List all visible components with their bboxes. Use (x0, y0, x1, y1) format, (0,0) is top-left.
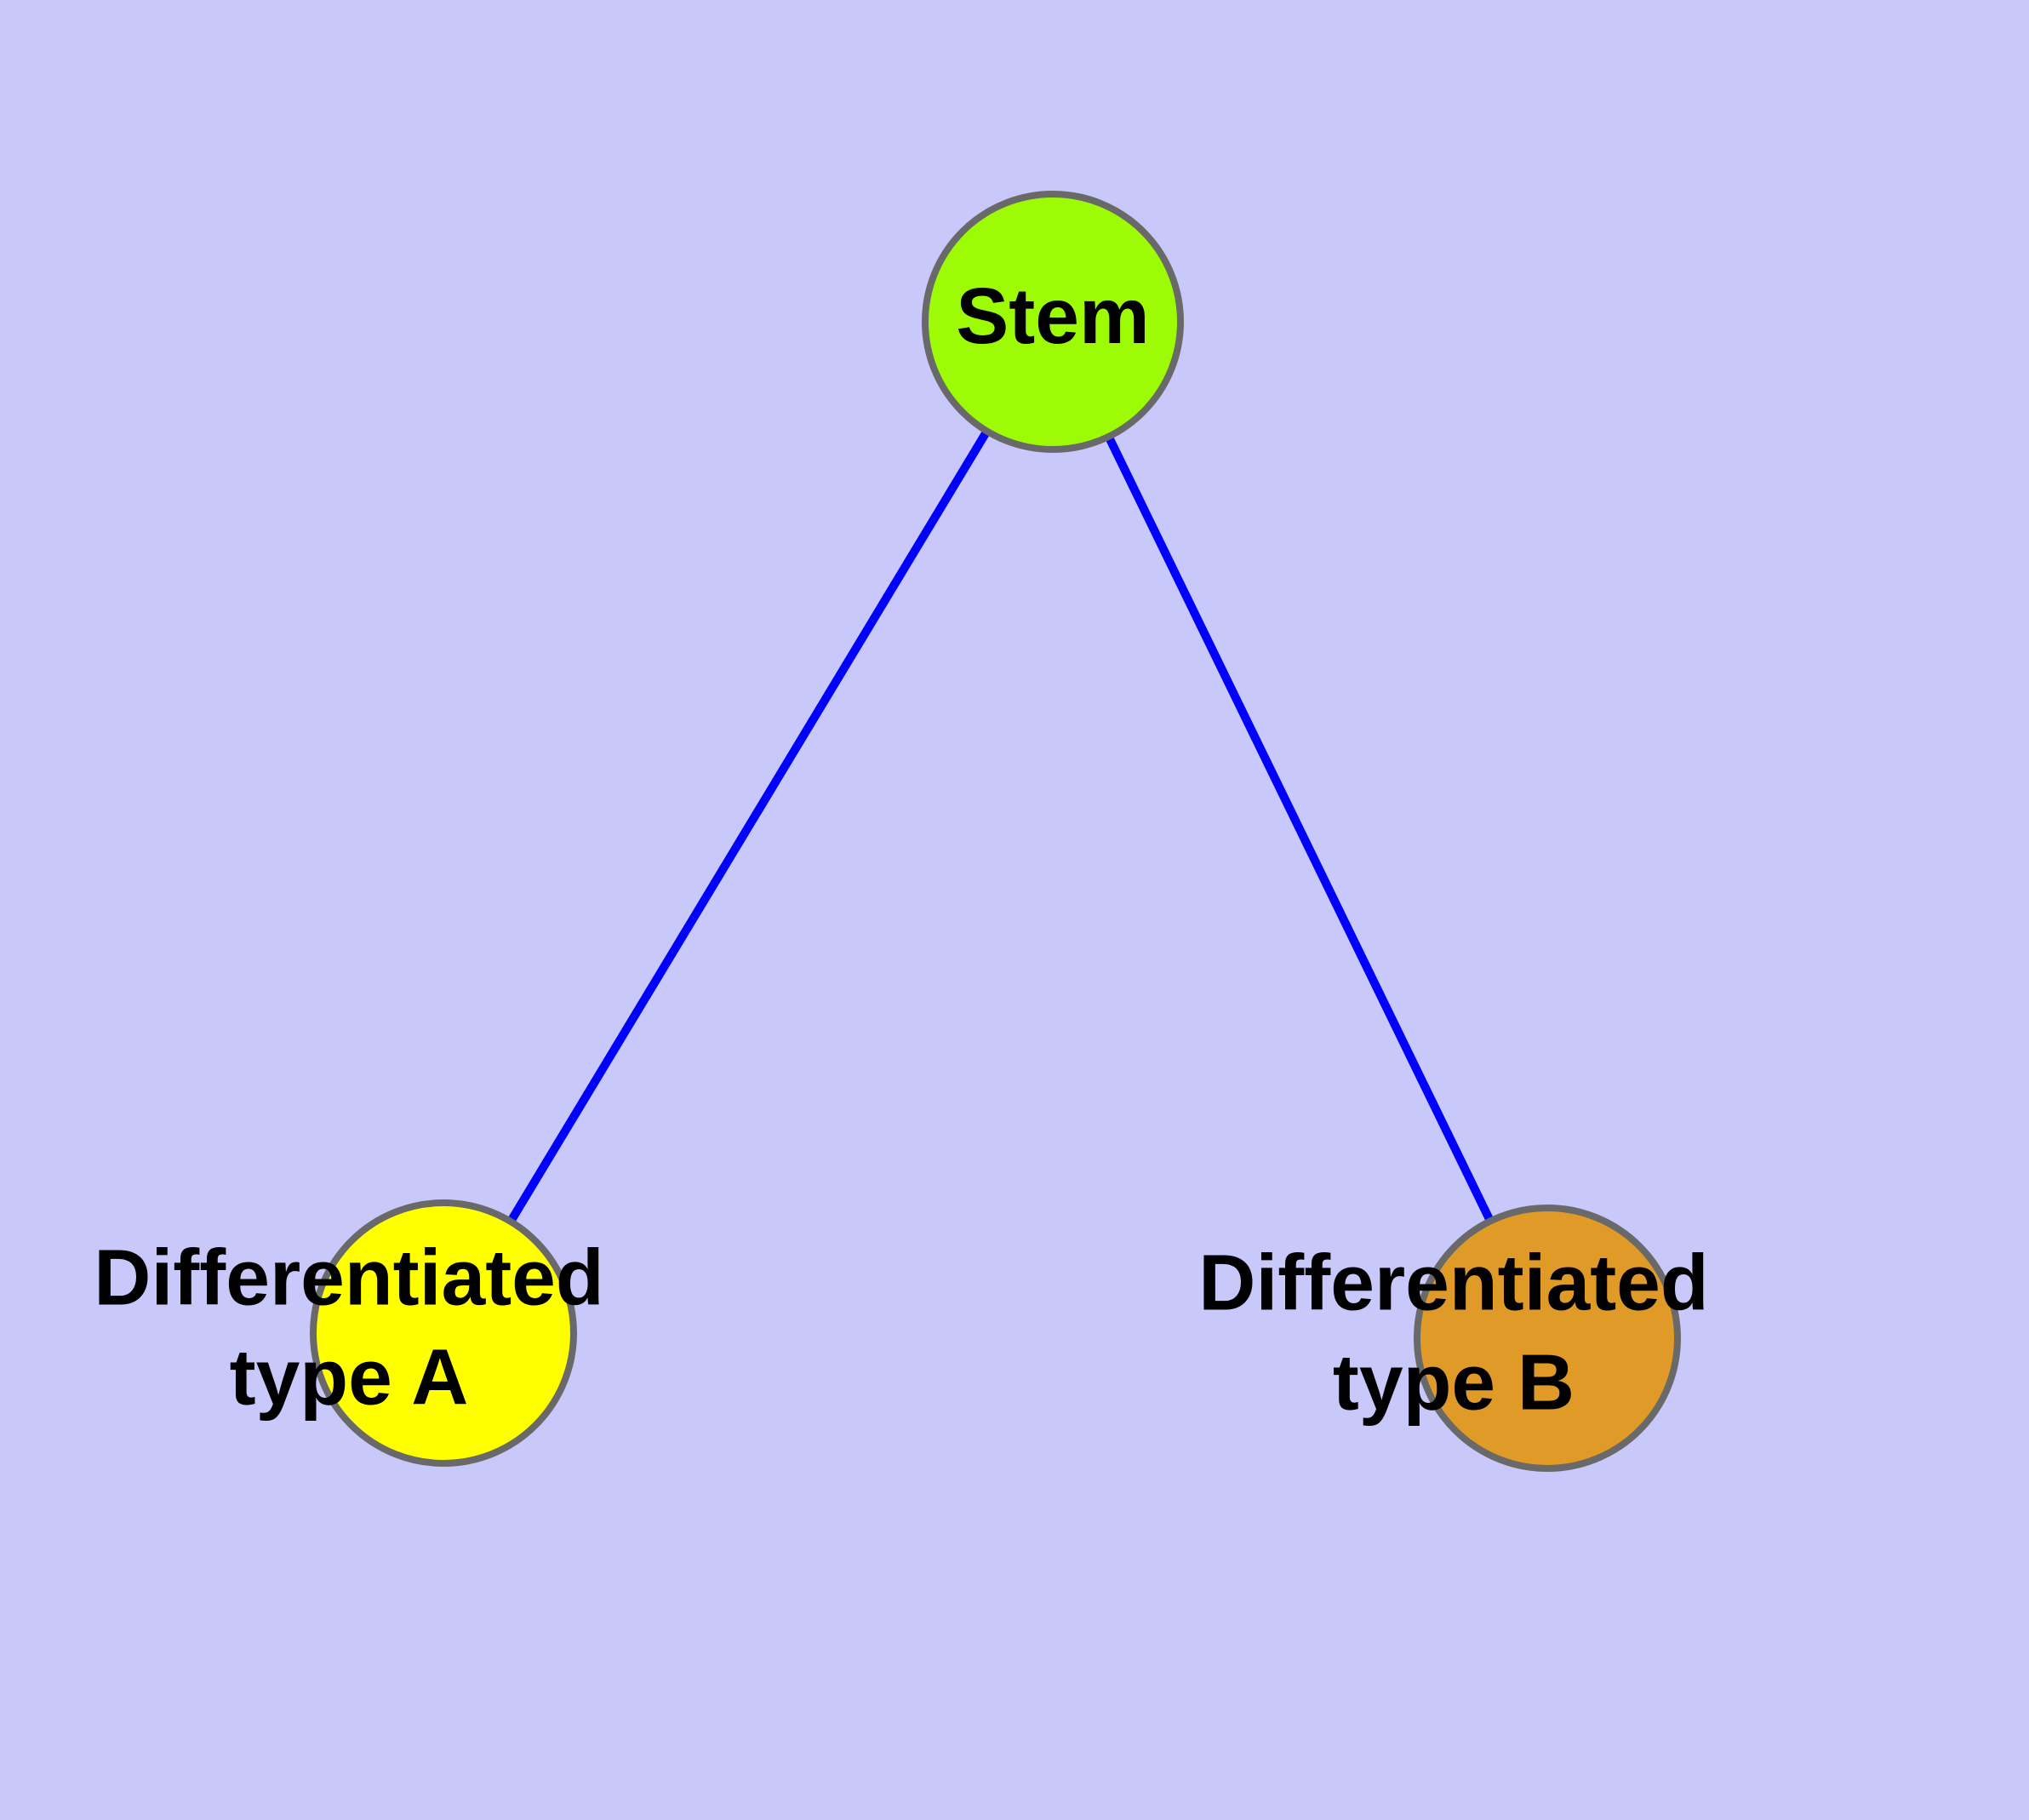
node-stem[interactable] (922, 191, 1184, 453)
nodes-group (310, 191, 1681, 1472)
node-label-stem: Stem (956, 272, 1149, 360)
node-label-diff-a: Differentiated type A (94, 1233, 603, 1421)
node-diff-a[interactable] (310, 1199, 577, 1467)
edge-stem-to-diff-a[interactable] (439, 319, 1057, 1336)
node-label-line: Differentiated (1198, 1238, 1708, 1326)
edges-group (439, 319, 1552, 1341)
node-label-diff-b: Differentiated type B (1198, 1238, 1708, 1426)
node-diff-b[interactable] (1414, 1205, 1681, 1472)
node-label-line: Differentiated (94, 1233, 603, 1321)
node-label-line: Stem (956, 272, 1149, 360)
node-label-line: type B (1333, 1337, 1575, 1426)
node-label-line: type A (230, 1332, 469, 1421)
edge-stem-to-diff-b[interactable] (1049, 319, 1552, 1341)
